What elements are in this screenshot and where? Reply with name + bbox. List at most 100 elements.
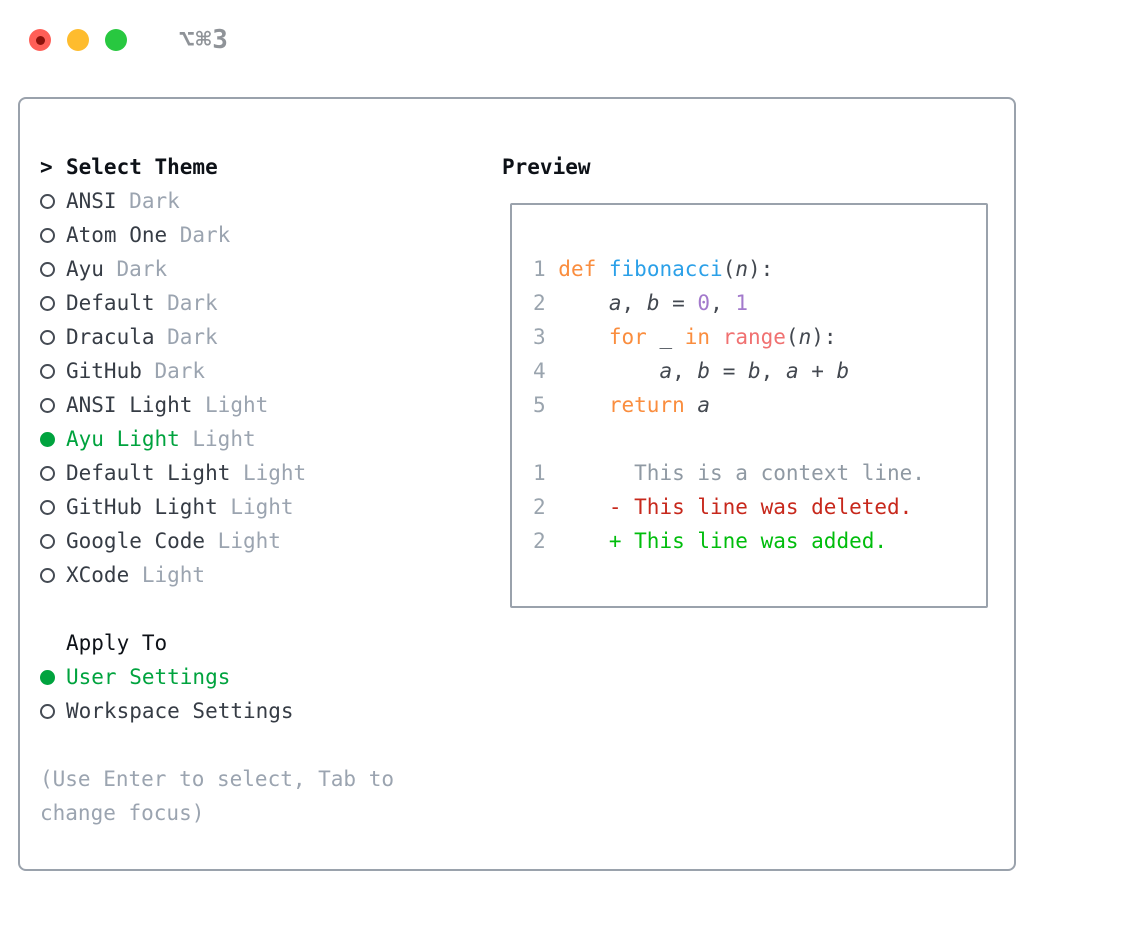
- theme-name: Default Light: [66, 461, 231, 485]
- theme-name: GitHub Light: [66, 495, 218, 519]
- code-token: - This line was deleted.: [558, 495, 913, 519]
- theme-name: Dracula: [66, 325, 155, 349]
- theme-option[interactable]: Default Light Light: [40, 456, 440, 490]
- line-number: 5: [533, 393, 559, 417]
- code-token: in: [684, 325, 711, 349]
- theme-name: Atom One: [66, 223, 168, 247]
- theme-name: XCode: [66, 563, 130, 587]
- theme-tag: Light: [141, 563, 206, 587]
- code-token: ,: [621, 291, 647, 315]
- select-theme-label: Select Theme: [66, 155, 218, 179]
- code-token: def: [558, 257, 597, 281]
- preview-label: Preview: [502, 155, 591, 179]
- code-token: [710, 325, 723, 349]
- theme-tag: Dark: [167, 291, 218, 315]
- radio-selected-icon: [40, 431, 55, 447]
- line-number: 4: [533, 359, 559, 383]
- theme-tag: Dark: [116, 257, 168, 281]
- minimize-button-icon[interactable]: [67, 29, 89, 51]
- theme-option[interactable]: GitHub Light Light: [40, 490, 440, 524]
- radio-icon: [40, 499, 55, 515]
- code-token: b: [748, 359, 761, 383]
- title-bar: ⌥⌘3: [0, 0, 1140, 80]
- code-token: ,: [672, 359, 698, 383]
- theme-option[interactable]: ANSI Dark: [40, 184, 440, 218]
- theme-tag: Light: [217, 529, 281, 553]
- apply-to-header: Apply To: [40, 626, 440, 660]
- theme-tag: Dark: [179, 223, 231, 247]
- code-line: 4 a, b = b, a + b: [533, 354, 925, 388]
- zoom-button-icon[interactable]: [105, 29, 127, 51]
- apply-target-option[interactable]: Workspace Settings: [40, 694, 440, 728]
- code-token: This is a context line.: [558, 461, 925, 485]
- code-token: [558, 325, 609, 349]
- code-token: a: [608, 291, 622, 315]
- line-number: 1: [533, 257, 559, 281]
- code-token: range: [722, 325, 786, 349]
- radio-icon: [40, 567, 55, 583]
- code-line: 5 return a: [533, 388, 925, 422]
- code-token: n: [798, 325, 812, 349]
- radio-icon: [40, 397, 55, 413]
- radio-icon: [40, 193, 55, 209]
- radio-icon: [40, 227, 55, 243]
- theme-option[interactable]: XCode Light: [40, 558, 440, 592]
- code-token: return: [608, 393, 685, 417]
- radio-selected-icon: [40, 669, 55, 685]
- theme-tag: Light: [192, 427, 256, 451]
- line-number: 1: [533, 461, 559, 485]
- code-line: 3 for _ in range(n):: [533, 320, 925, 354]
- code-token: a: [697, 393, 711, 417]
- focus-caret-icon: >: [40, 155, 53, 179]
- theme-tag: Dark: [129, 189, 180, 213]
- code-token: (: [722, 257, 736, 281]
- code-line: 2 - This line was deleted.: [533, 490, 925, 524]
- theme-name: ANSI: [66, 189, 117, 213]
- code-line: 1 def fibonacci(n):: [533, 252, 925, 286]
- code-token: =: [710, 359, 748, 383]
- code-token: [596, 257, 609, 281]
- theme-option[interactable]: Dracula Dark: [40, 320, 440, 354]
- code-token: [558, 291, 609, 315]
- code-token: b: [836, 359, 850, 383]
- code-line: 2 + This line was added.: [533, 524, 925, 558]
- line-number: 2: [533, 291, 559, 315]
- code-token: [685, 393, 698, 417]
- spacer: [40, 592, 440, 626]
- line-number: 3: [533, 325, 559, 349]
- theme-tag: Dark: [154, 359, 206, 383]
- code-token: =: [659, 291, 698, 315]
- apply-target-option[interactable]: User Settings: [40, 660, 440, 694]
- theme-tag: Light: [242, 461, 307, 485]
- radio-icon: [40, 329, 55, 345]
- radio-icon: [40, 533, 55, 549]
- theme-option[interactable]: Atom One Dark: [40, 218, 440, 252]
- code-line: 2 a, b = 0, 1: [533, 286, 925, 320]
- apply-target-name: Workspace Settings: [66, 699, 294, 723]
- code-token: b: [646, 291, 660, 315]
- code-token: ):: [811, 325, 837, 349]
- code-token: b: [697, 359, 711, 383]
- theme-tag: Dark: [167, 325, 218, 349]
- close-button-dot-icon: [35, 35, 45, 45]
- theme-tag: Light: [230, 495, 294, 519]
- select-theme-header: > Select Theme: [40, 150, 440, 184]
- code-token: a: [659, 359, 673, 383]
- theme-tag: Light: [205, 393, 269, 417]
- code-token: _: [646, 325, 685, 349]
- code-token: +: [798, 359, 837, 383]
- close-button-icon[interactable]: [29, 29, 51, 51]
- code-token: ,: [710, 291, 736, 315]
